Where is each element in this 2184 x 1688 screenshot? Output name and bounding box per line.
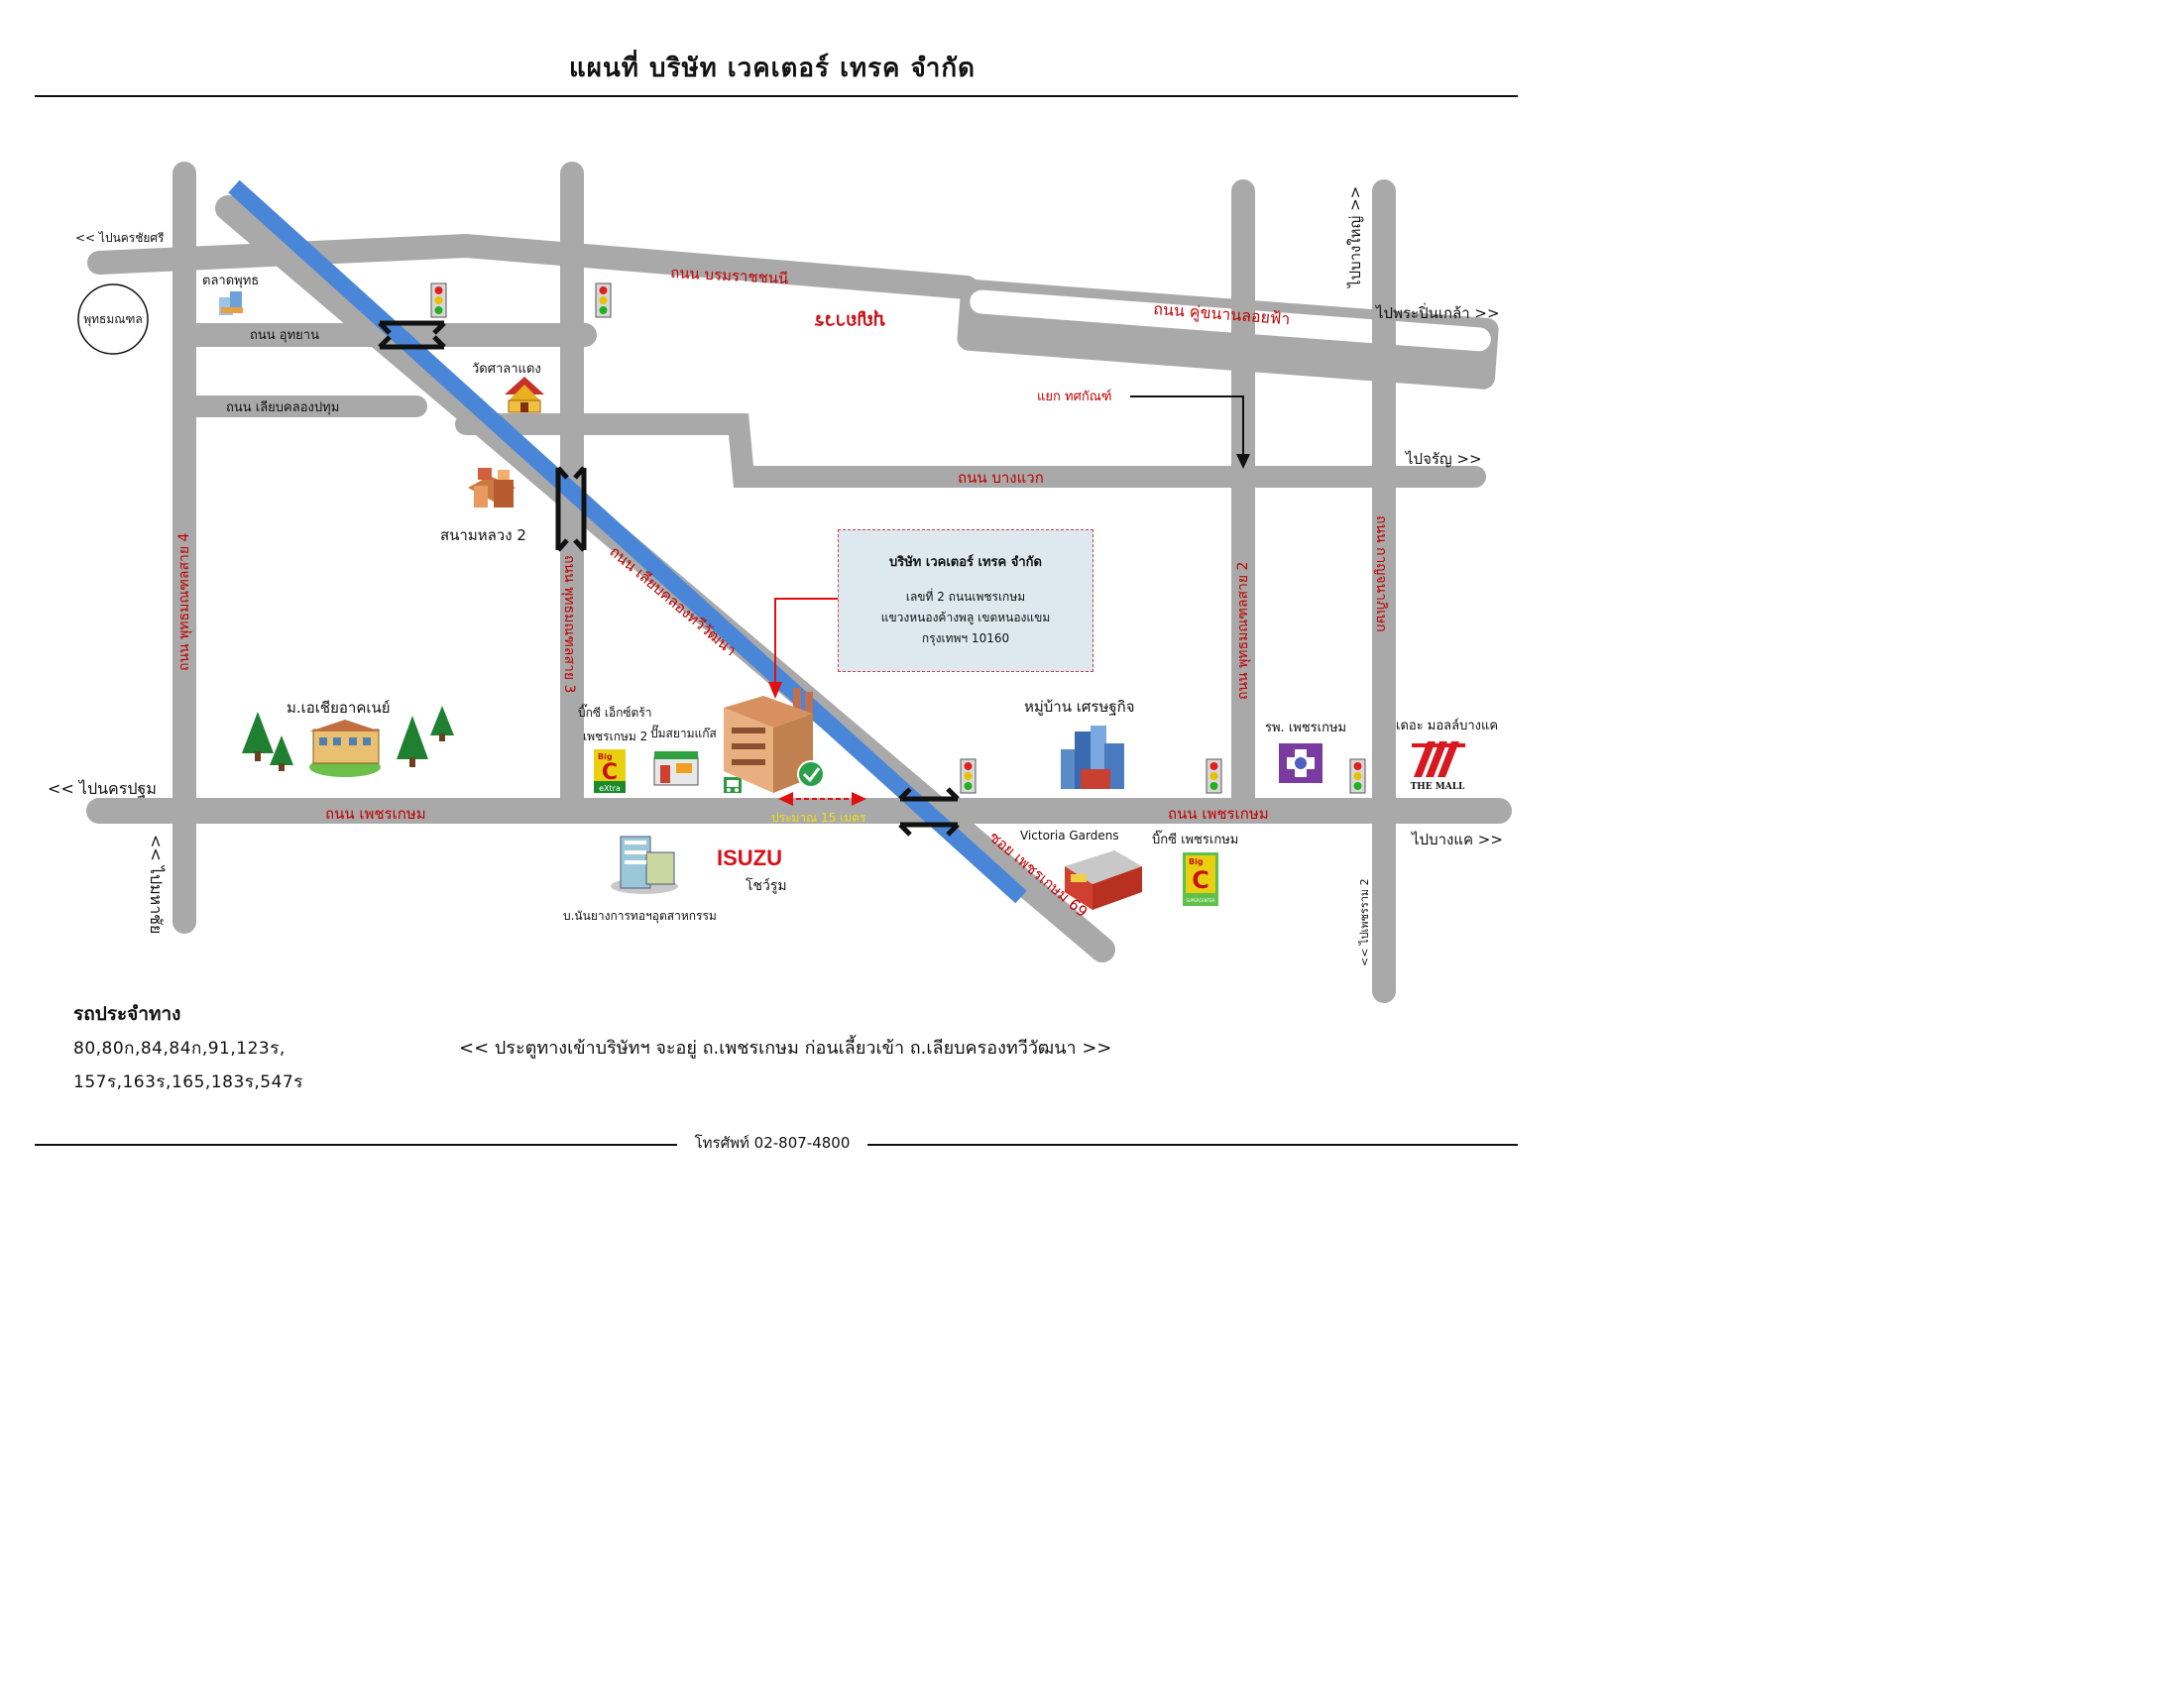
traffic-light-icon [430, 282, 447, 318]
direction-nakhon-chai-si: << ไปนครชัยศรี [75, 231, 165, 245]
big-c-small-text: Big [598, 752, 613, 761]
company-address-line-2: แขวงหนองค้างพลู เขตหนองแขม [880, 611, 1051, 624]
map-canvas: พุทธมณฑล ถนน บรมราชชนนี ถนน คู่ขนานลอยฟ้… [48, 162, 1512, 1003]
big-c-supercenter-logo-icon: Big C SUPERCENTER [1183, 852, 1218, 906]
stadium-icon [468, 468, 516, 507]
direction-mahachai: << ไปมหาชัย [147, 835, 166, 934]
svg-text:C: C [602, 760, 618, 785]
phutthamonthon-circle [77, 283, 149, 355]
phone-footer: โทรศัพท์ 02-807-4800 [0, 1131, 1545, 1155]
direction-phetkasem-2: << ไปเพชรราม 2 [1358, 878, 1371, 966]
temple-icon [505, 377, 544, 413]
bus-routes-line-1: 80,80ก,84,84ก,91,123ร, [73, 1039, 286, 1059]
traffic-light-icon [1349, 758, 1366, 794]
talat-phuttha-label: ตลาดพุทธ [202, 274, 259, 288]
big-c-extra-label: บิ๊กซี เอ็กซ์ตร้า [578, 704, 652, 720]
asia-university-label: ม.เอเชียอาคเนย์ [287, 699, 391, 717]
traffic-lights [430, 282, 1366, 794]
sanam-luang-2-label: สนามหลวง 2 [440, 526, 526, 544]
traffic-light-icon [1206, 758, 1222, 794]
road-label-bang-waek: ถนน บางแวก [958, 469, 1044, 487]
road-label-phetkasem-east: ถนน เพชรเกษม [1168, 805, 1269, 823]
bus-routes-title: รถประจำทาง [73, 1003, 181, 1025]
bus-routes-line-2: 157ร,163ร,165,183ร,547ร [73, 1072, 303, 1092]
showroom-label: โชว์รูม [746, 877, 787, 894]
setthakit-label: หมู่บ้าน เศรษฐกิจ [1024, 698, 1134, 716]
direction-bang-khae: ไปบางแค >> [1411, 831, 1503, 848]
phone-number: โทรศัพท์ 02-807-4800 [676, 1134, 868, 1152]
road-label-kanchanaphisek: ถนน กาญจนาภิเษก [1373, 515, 1389, 632]
title-rule [35, 95, 1518, 97]
isuzu-logo: ISUZU [717, 845, 782, 870]
bridges [378, 320, 960, 837]
company-info-box: บริษัท เวคเตอร์ เทรค จำกัด เลขที่ 2 ถนนเ… [838, 529, 1093, 672]
road-label-phutthamonthon-2: ถนน พุทธมณฑลสาย 2 [1235, 562, 1251, 700]
bridge-phutthamonthon-3 [555, 466, 587, 552]
traffic-light-icon [960, 758, 977, 794]
hospital-icon [1279, 743, 1322, 783]
canal [228, 179, 1027, 904]
direction-nakhon-pathom: << ไปนครปฐม [48, 779, 157, 798]
distance-arrow-left-icon [778, 792, 793, 806]
road-label-liap-khlong-pathum: ถนน เลียบคลองปทุม [226, 399, 339, 415]
tree-icon [270, 735, 293, 771]
company-address-line-3: กรุงเทพฯ 10160 [921, 631, 1010, 645]
tanthat-junction-label: แยก ทศกัณฑ์ [1037, 389, 1112, 404]
boonthavorn-logo: บุญถาวร [814, 309, 885, 332]
roads [86, 162, 1512, 1003]
bus-stop-icon [724, 777, 742, 793]
road-label-phetkasem-west: ถนน เพชรเกษม [325, 805, 426, 823]
market-icon [219, 291, 243, 315]
road-label-uthayan: ถนน อุทยาน [250, 328, 319, 343]
traffic-light-icon [595, 282, 612, 318]
bridge-uthayan [378, 320, 446, 350]
bridge-phetkasem [898, 787, 960, 837]
hospital-label: รพ. เพชรเกษม [1265, 721, 1346, 735]
university-building-icon [309, 720, 381, 777]
village-buildings-icon [1061, 726, 1124, 789]
company-name: บริษัท เวคเตอร์ เทรค จำกัด [889, 555, 1042, 570]
big-c-phetkasem-small-text: Big [1189, 857, 1204, 866]
phutthamonthon-label: พุทธมณฑล [83, 312, 143, 327]
gas-station-label: ปั๊มสยามแก๊ส [650, 725, 718, 740]
wat-sala-daeng-label: วัดศาลาแดง [472, 362, 541, 377]
tree-icon [430, 706, 454, 741]
road-label-thawi-watthana: ถนน เลียบคลองทวีวัฒนา [606, 542, 740, 659]
big-c-supercenter-tag: SUPERCENTER [1186, 898, 1214, 903]
road-label-phutthamonthon-4: ถนน พุทธมณฑลสาย 4 [176, 532, 192, 671]
company-address-line-1: เลขที่ 2 ถนนเพชรเกษม [905, 590, 1026, 604]
distance-arrow-right-icon [852, 792, 866, 806]
mall-building-icon [1065, 850, 1142, 910]
the-mall-label: เดอะ มอลล์บางแค [1396, 718, 1498, 733]
direction-bang-yai: ไปบางใหญ่ >> [1346, 186, 1364, 288]
direction-phra-pin-klao: ไปพระปิ่นเกล้า >> [1375, 302, 1500, 322]
gas-station-icon [653, 751, 699, 786]
big-c-extra-logo-icon: Big C eXtra [594, 749, 626, 793]
company-pointer-line [774, 598, 838, 689]
junction-arrow-icon [1236, 454, 1250, 469]
road-bang-waek [455, 413, 1486, 488]
office-building-icon [611, 836, 678, 894]
page-title: แผนที่ บริษัท เวคเตอร์ เทรค จำกัด [569, 54, 976, 83]
entrance-note: << ประตูทางเข้าบริษัทฯ จะอยู่ ถ.เพชรเกษม… [459, 1038, 1112, 1059]
big-c-extra-tag: eXtra [599, 784, 621, 793]
the-mall-logo-icon: THE MALL [1411, 741, 1465, 792]
direction-charan: ไปจรัญ >> [1405, 450, 1482, 468]
tree-icon [397, 716, 428, 767]
company-arrow-icon [768, 682, 782, 699]
road-frontage-inner [970, 289, 1491, 352]
victoria-gardens-label: Victoria Gardens [1020, 829, 1119, 843]
road-label-phutthamonthon-3: ถนน พุทธมณฑลสาย 3 [561, 555, 577, 693]
the-mall-tag: THE MALL [1411, 782, 1465, 792]
check-mark-icon [797, 760, 825, 788]
junction-pointer-line [1130, 395, 1244, 464]
distance-label: ประมาณ 15 เมตร [771, 811, 866, 825]
big-c-extra-branch-label: เพชรเกษม 2 [583, 730, 647, 743]
industrial-estate-label: บ.นันยางการทอฯอุตสาหกรรม [563, 909, 717, 924]
big-c-phetkasem-label: บิ๊กซี เพชรเกษม [1152, 830, 1238, 847]
road-borommaratchachonnani [87, 233, 978, 299]
svg-text:C: C [1192, 866, 1209, 894]
tree-icon [242, 712, 274, 761]
